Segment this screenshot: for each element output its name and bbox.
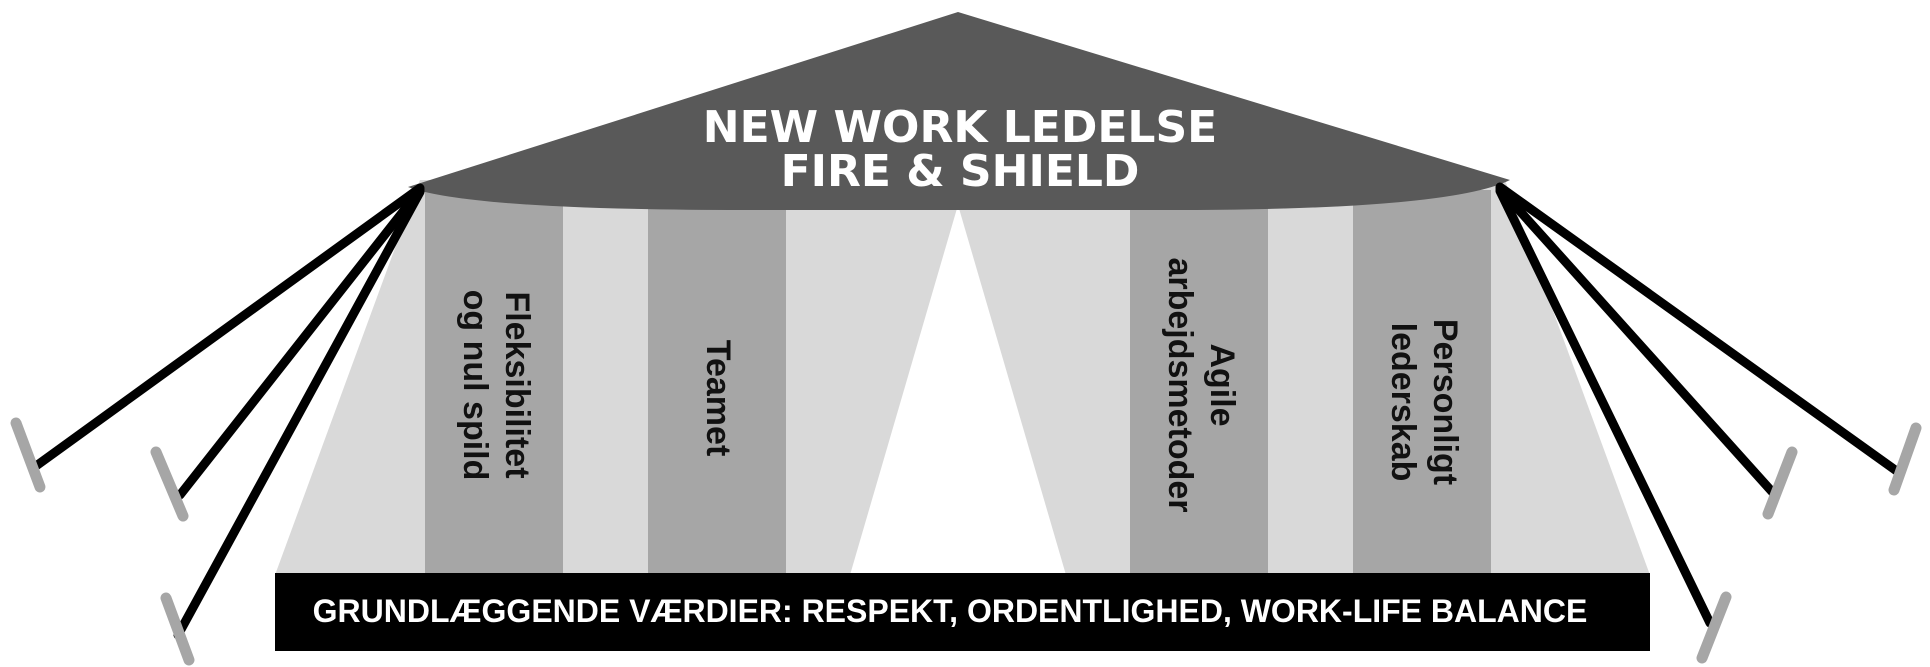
pillar-teamet-label: Teamet bbox=[699, 340, 737, 457]
base-label: GRUNDLÆGGENDE VÆRDIER: RESPEKT, ORDENTLI… bbox=[313, 593, 1588, 629]
pillar-label-line2: og nul spild bbox=[456, 290, 494, 481]
ropes-right bbox=[1495, 182, 1903, 628]
pillar-label-line1: Fleksibilitet bbox=[498, 291, 536, 478]
peg-right-3 bbox=[1696, 591, 1732, 664]
peg-left-1 bbox=[10, 417, 46, 493]
peg-left-2 bbox=[150, 446, 189, 522]
pillar-label-line1: Personligt bbox=[1426, 319, 1464, 485]
pillar-label-line2: lederskab bbox=[1384, 323, 1422, 482]
peg-right-2 bbox=[1762, 446, 1798, 520]
pillar-fleksibilitet bbox=[425, 190, 563, 575]
pillar-label-line1: Agile bbox=[1203, 343, 1241, 426]
roof bbox=[408, 12, 1510, 210]
peg-left-3 bbox=[160, 592, 195, 666]
pillar-teamet bbox=[648, 190, 786, 575]
pillar-agile bbox=[1130, 190, 1268, 575]
pegs-left bbox=[10, 417, 195, 666]
ropes-left bbox=[31, 183, 425, 640]
pillar-agile-label: Agile arbejdsmetoder bbox=[1161, 257, 1241, 512]
roof-title-line1: NEW WORK LEDELSE bbox=[703, 102, 1217, 153]
pillar-personligt bbox=[1353, 190, 1491, 575]
pillar-personligt-label: Personligt lederskab bbox=[1384, 319, 1464, 485]
pillar-fleksibilitet-label: Fleksibilitet og nul spild bbox=[456, 290, 536, 481]
roof-title-line2: FIRE & SHIELD bbox=[781, 146, 1140, 197]
pillar-label-line2: arbejdsmetoder bbox=[1161, 257, 1199, 512]
peg-right-1 bbox=[1888, 422, 1922, 496]
pegs-right bbox=[1696, 422, 1922, 664]
base-bar bbox=[275, 573, 1650, 651]
pillar-label-line1: Teamet bbox=[699, 340, 737, 457]
tent-entrance bbox=[850, 205, 1066, 575]
